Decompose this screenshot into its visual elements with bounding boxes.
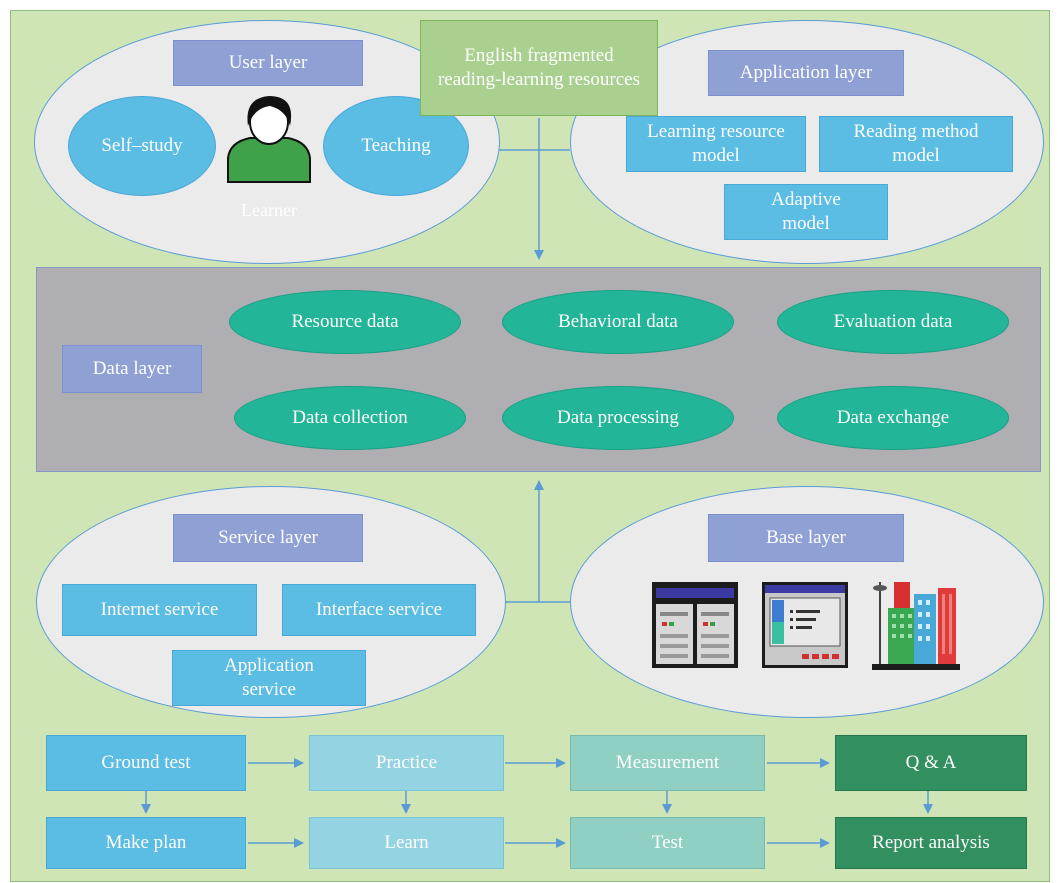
adaptive-model-box: Adaptive model <box>724 184 888 240</box>
reading-method-model-box: Reading method model <box>819 116 1013 172</box>
server-rack-icon <box>652 582 738 668</box>
learning-resource-model-box: Learning resource model <box>626 116 806 172</box>
monitor-console-icon <box>762 582 848 668</box>
ground-test-box: Ground test <box>46 735 246 791</box>
city-buildings-icon <box>872 578 960 670</box>
teaching-oval: Teaching <box>323 96 469 196</box>
data-collection-oval: Data collection <box>234 386 466 450</box>
learner-label: Learner <box>241 199 297 220</box>
evaluation-data-oval: Evaluation data <box>777 290 1009 354</box>
report-analysis-box: Report analysis <box>835 817 1027 869</box>
self-study-oval: Self–study <box>68 96 216 196</box>
application-service-box: Application service <box>172 650 366 706</box>
data-processing-oval: Data processing <box>502 386 734 450</box>
interface-service-box: Interface service <box>282 584 476 636</box>
application-layer-title: Application layer <box>708 50 904 96</box>
learn-box: Learn <box>309 817 504 869</box>
service-layer-title: Service layer <box>173 514 363 562</box>
practice-box: Practice <box>309 735 504 791</box>
internet-service-box: Internet service <box>62 584 257 636</box>
data-exchange-oval: Data exchange <box>777 386 1009 450</box>
behavioral-data-oval: Behavioral data <box>502 290 734 354</box>
make-plan-box: Make plan <box>46 817 246 869</box>
learner-icon <box>224 92 314 184</box>
top-title-box: English fragmented reading-learning reso… <box>420 20 658 116</box>
base-layer-title: Base layer <box>708 514 904 562</box>
test-box: Test <box>570 817 765 869</box>
qa-box: Q & A <box>835 735 1027 791</box>
resource-data-oval: Resource data <box>229 290 461 354</box>
user-layer-title: User layer <box>173 40 363 86</box>
measurement-box: Measurement <box>570 735 765 791</box>
data-layer-title: Data layer <box>62 345 202 393</box>
